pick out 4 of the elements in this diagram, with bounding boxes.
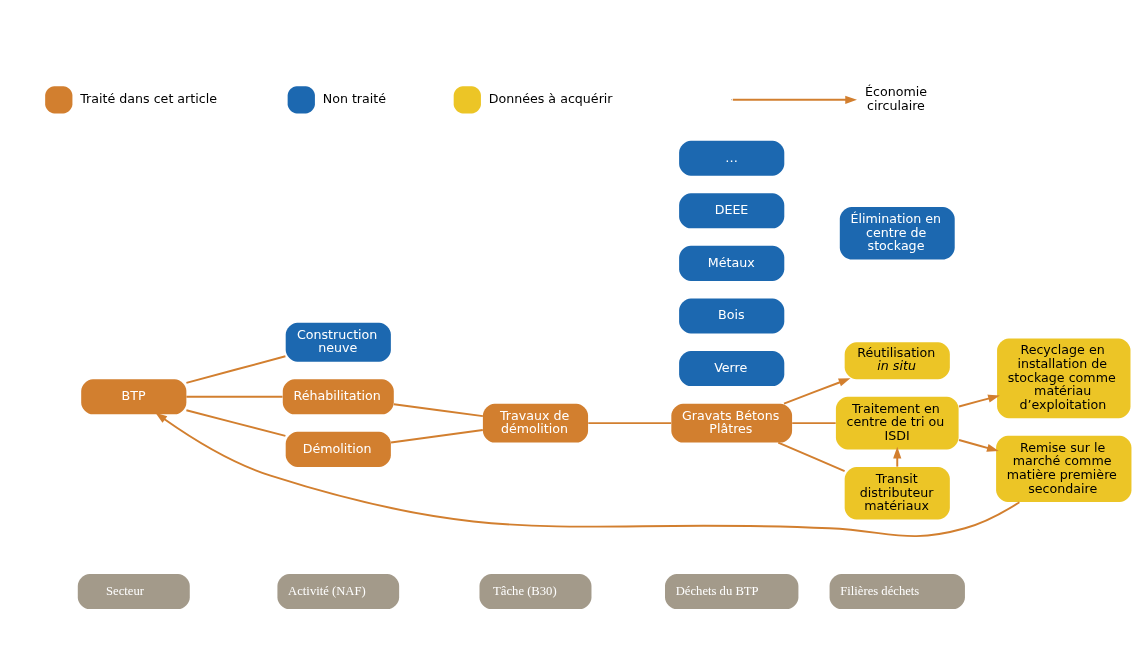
legend-label: Données à acquérir xyxy=(488,90,613,106)
legend-label: Non traité xyxy=(322,90,387,106)
legend-label: Économie circulaire xyxy=(865,83,928,113)
legend-label: Traité dans cet article xyxy=(80,90,218,106)
